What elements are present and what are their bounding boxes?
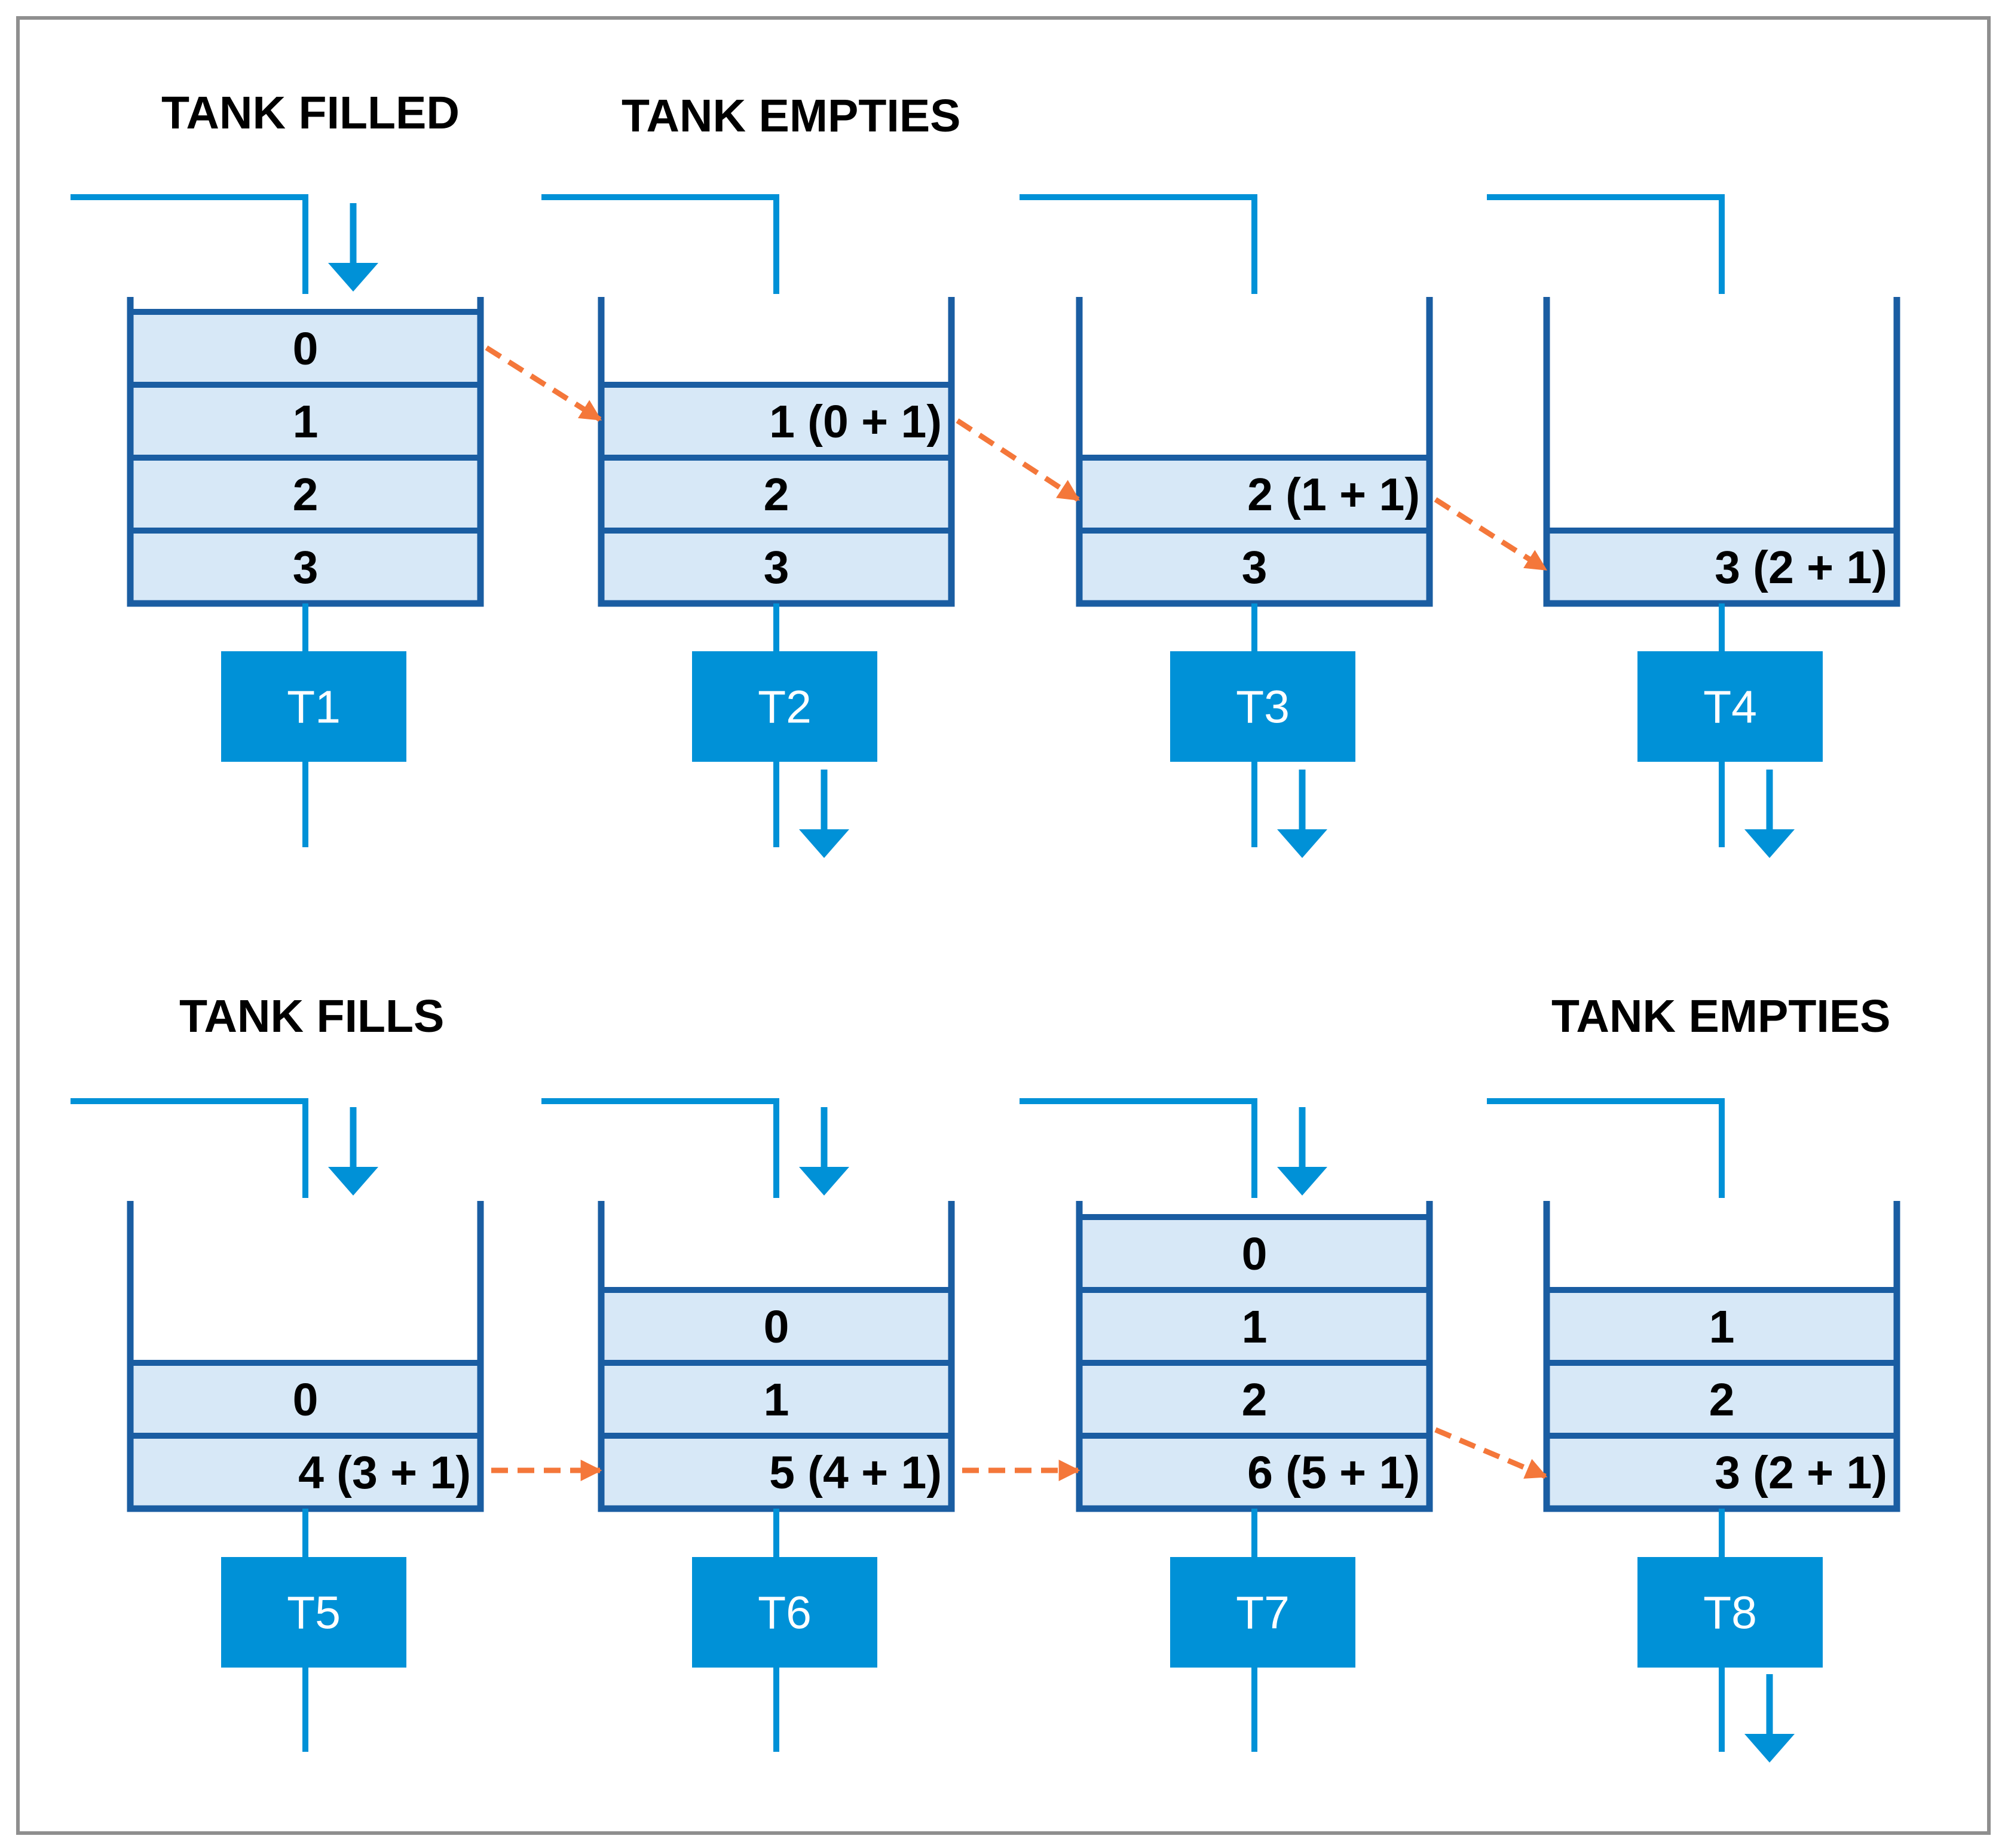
increment-flow-arrows [485,345,1548,1481]
outflow-arrow-icon [1744,829,1795,858]
slot-label: 0 [293,323,319,375]
increment-arrow [1434,1427,1548,1479]
slot-label: 3 (2 + 1) [1715,1447,1887,1498]
inlet-pipe [71,194,308,294]
inlet-pipe [1020,194,1257,294]
increment-arrow [956,418,1080,502]
slot-label: 1 (0 + 1) [769,396,942,448]
slot-label: 3 [1242,542,1268,593]
increment-arrow [1434,497,1548,572]
slot-label: 3 [764,542,789,593]
inlet-pipe [1487,1098,1725,1198]
timer-label: T4 [1703,682,1757,733]
tank-t5: 0 4 (3 + 1) T5 [71,1098,484,1752]
slot-label: 0 [764,1301,789,1353]
timer-label: T3 [1236,682,1290,733]
timer-box [1170,651,1355,762]
timer-label: T5 [287,1587,341,1639]
slot-label: 1 [1709,1301,1735,1353]
timer-box [1170,1557,1355,1668]
tank-slot [1544,1360,1900,1439]
slot-label: 2 [764,469,789,520]
outflow-arrow-icon [799,829,849,858]
timer-box [1637,1557,1823,1668]
slot-label: 2 [293,469,319,520]
tank-t2: 1 (0 + 1) 2 3T2 [541,194,955,858]
slot-label: 5 (4 + 1) [769,1447,942,1498]
tank-t6: 0 1 5 (4 + 1) T6 [541,1098,955,1752]
slot-label: 3 [293,542,319,593]
heading-tank-filled: TANK FILLED [161,87,460,139]
inflow-arrow-icon [1277,1167,1327,1196]
timer-box [221,1557,406,1668]
timer-label: T1 [287,682,341,733]
heading-tank-empties-bottom: TANK EMPTIES [1551,991,1891,1042]
heading-tank-fills: TANK FILLS [179,991,444,1042]
diagram-frame [16,16,1991,1835]
slot-label: 1 [764,1374,789,1426]
timer-box [1637,651,1823,762]
slot-label: 3 (2 + 1) [1715,542,1887,593]
timer-box [692,1557,877,1668]
slot-label: 2 (1 + 1) [1247,469,1420,520]
slot-label: 4 (3 + 1) [298,1447,471,1498]
inlet-pipe [541,1098,779,1198]
tanks: 0 1 2 3T1 1 (0 + 1) 2 3T2 2 (1 + 1) 3T3 3 (2 + 1)… [71,194,1900,1763]
timer-label: T6 [758,1587,812,1639]
inlet-pipe [71,1098,308,1198]
timer-label: T7 [1236,1587,1290,1639]
inflow-arrow-icon [328,1167,378,1196]
slot-label: 1 [293,396,319,448]
tank-t7: 0 1 2 6 (5 + 1) T7 [1020,1098,1433,1752]
slot-label: 0 [293,1374,319,1426]
outflow-arrow-icon [1744,1734,1795,1763]
timer-label: T2 [758,682,812,733]
tank-t1: 0 1 2 3T1 [71,194,484,847]
slot-label: 6 (5 + 1) [1247,1447,1420,1498]
timer-box [221,651,406,762]
inflow-arrow-icon [328,263,378,292]
inflow-arrow-icon [799,1167,849,1196]
heading-tank-empties-top: TANK EMPTIES [622,90,961,142]
inlet-pipe [541,194,779,294]
inlet-pipe [1487,194,1725,294]
tank-t3: 2 (1 + 1) 3T3 [1020,194,1433,858]
slot-label: 2 [1709,1374,1735,1426]
slot-label: 2 [1242,1374,1268,1426]
outflow-arrow-icon [1277,829,1327,858]
tank-t8: 1 2 3 (2 + 1) T8 [1487,1098,1900,1763]
increment-arrow [485,345,602,422]
inlet-pipe [1020,1098,1257,1198]
tank-slot [1544,528,1900,606]
timer-label: T8 [1703,1587,1757,1639]
slot-label: 0 [1242,1228,1268,1280]
slot-label: 1 [1242,1301,1268,1353]
tank-t4: 3 (2 + 1) T4 [1487,194,1900,858]
timer-box [692,651,877,762]
